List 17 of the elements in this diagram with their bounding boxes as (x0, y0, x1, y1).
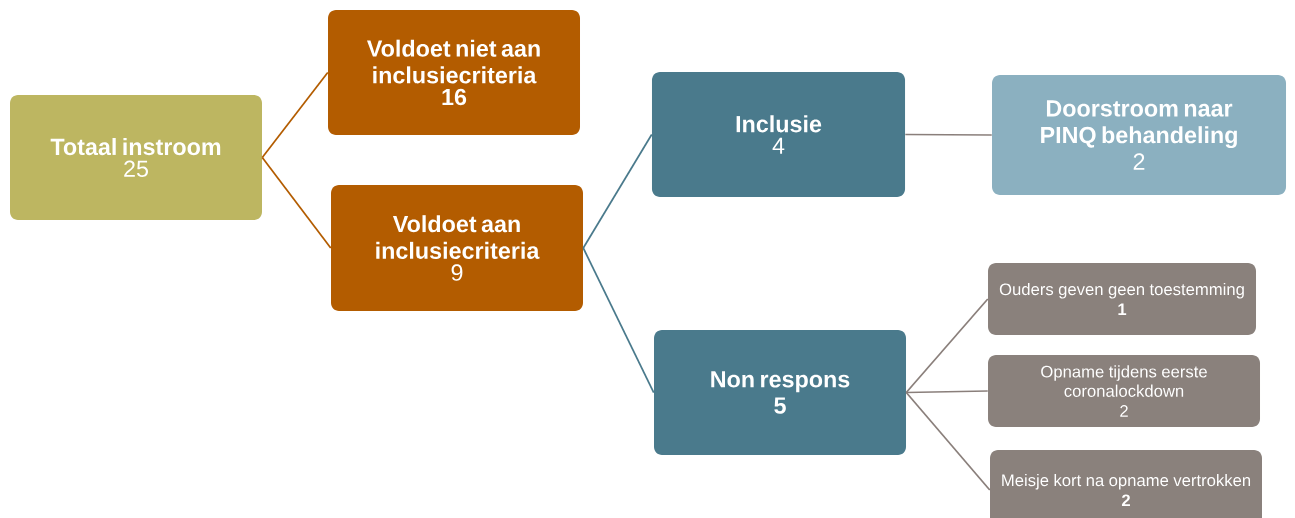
process-box: Ouders geven geen toestemming 1 (988, 263, 1256, 335)
process-box: Doorstroom naar PINQ behandeling 2 (992, 75, 1286, 195)
process-box: Meisje kort na opname vertrokken 2 (990, 450, 1262, 518)
connector-line (905, 298, 989, 394)
connector-line (261, 156, 332, 249)
connector-line (261, 71, 329, 159)
connector-line (904, 133, 993, 136)
connector-line (905, 391, 991, 491)
connector-line (582, 247, 655, 394)
process-box: Voldoet niet aan inclusiecriteria 16 (328, 9, 580, 136)
process-box: Voldoet aan inclusiecriteria 9 (331, 185, 583, 311)
process-box: Opname tijdens eerste coronalockdown 2 (988, 355, 1260, 427)
process-box: Non respons 5 (654, 329, 906, 456)
connector-line (582, 133, 653, 249)
connector-line (905, 390, 989, 394)
process-box: Totaal instroom 25 (10, 94, 262, 221)
process-box: Inclusie 4 (652, 71, 906, 198)
